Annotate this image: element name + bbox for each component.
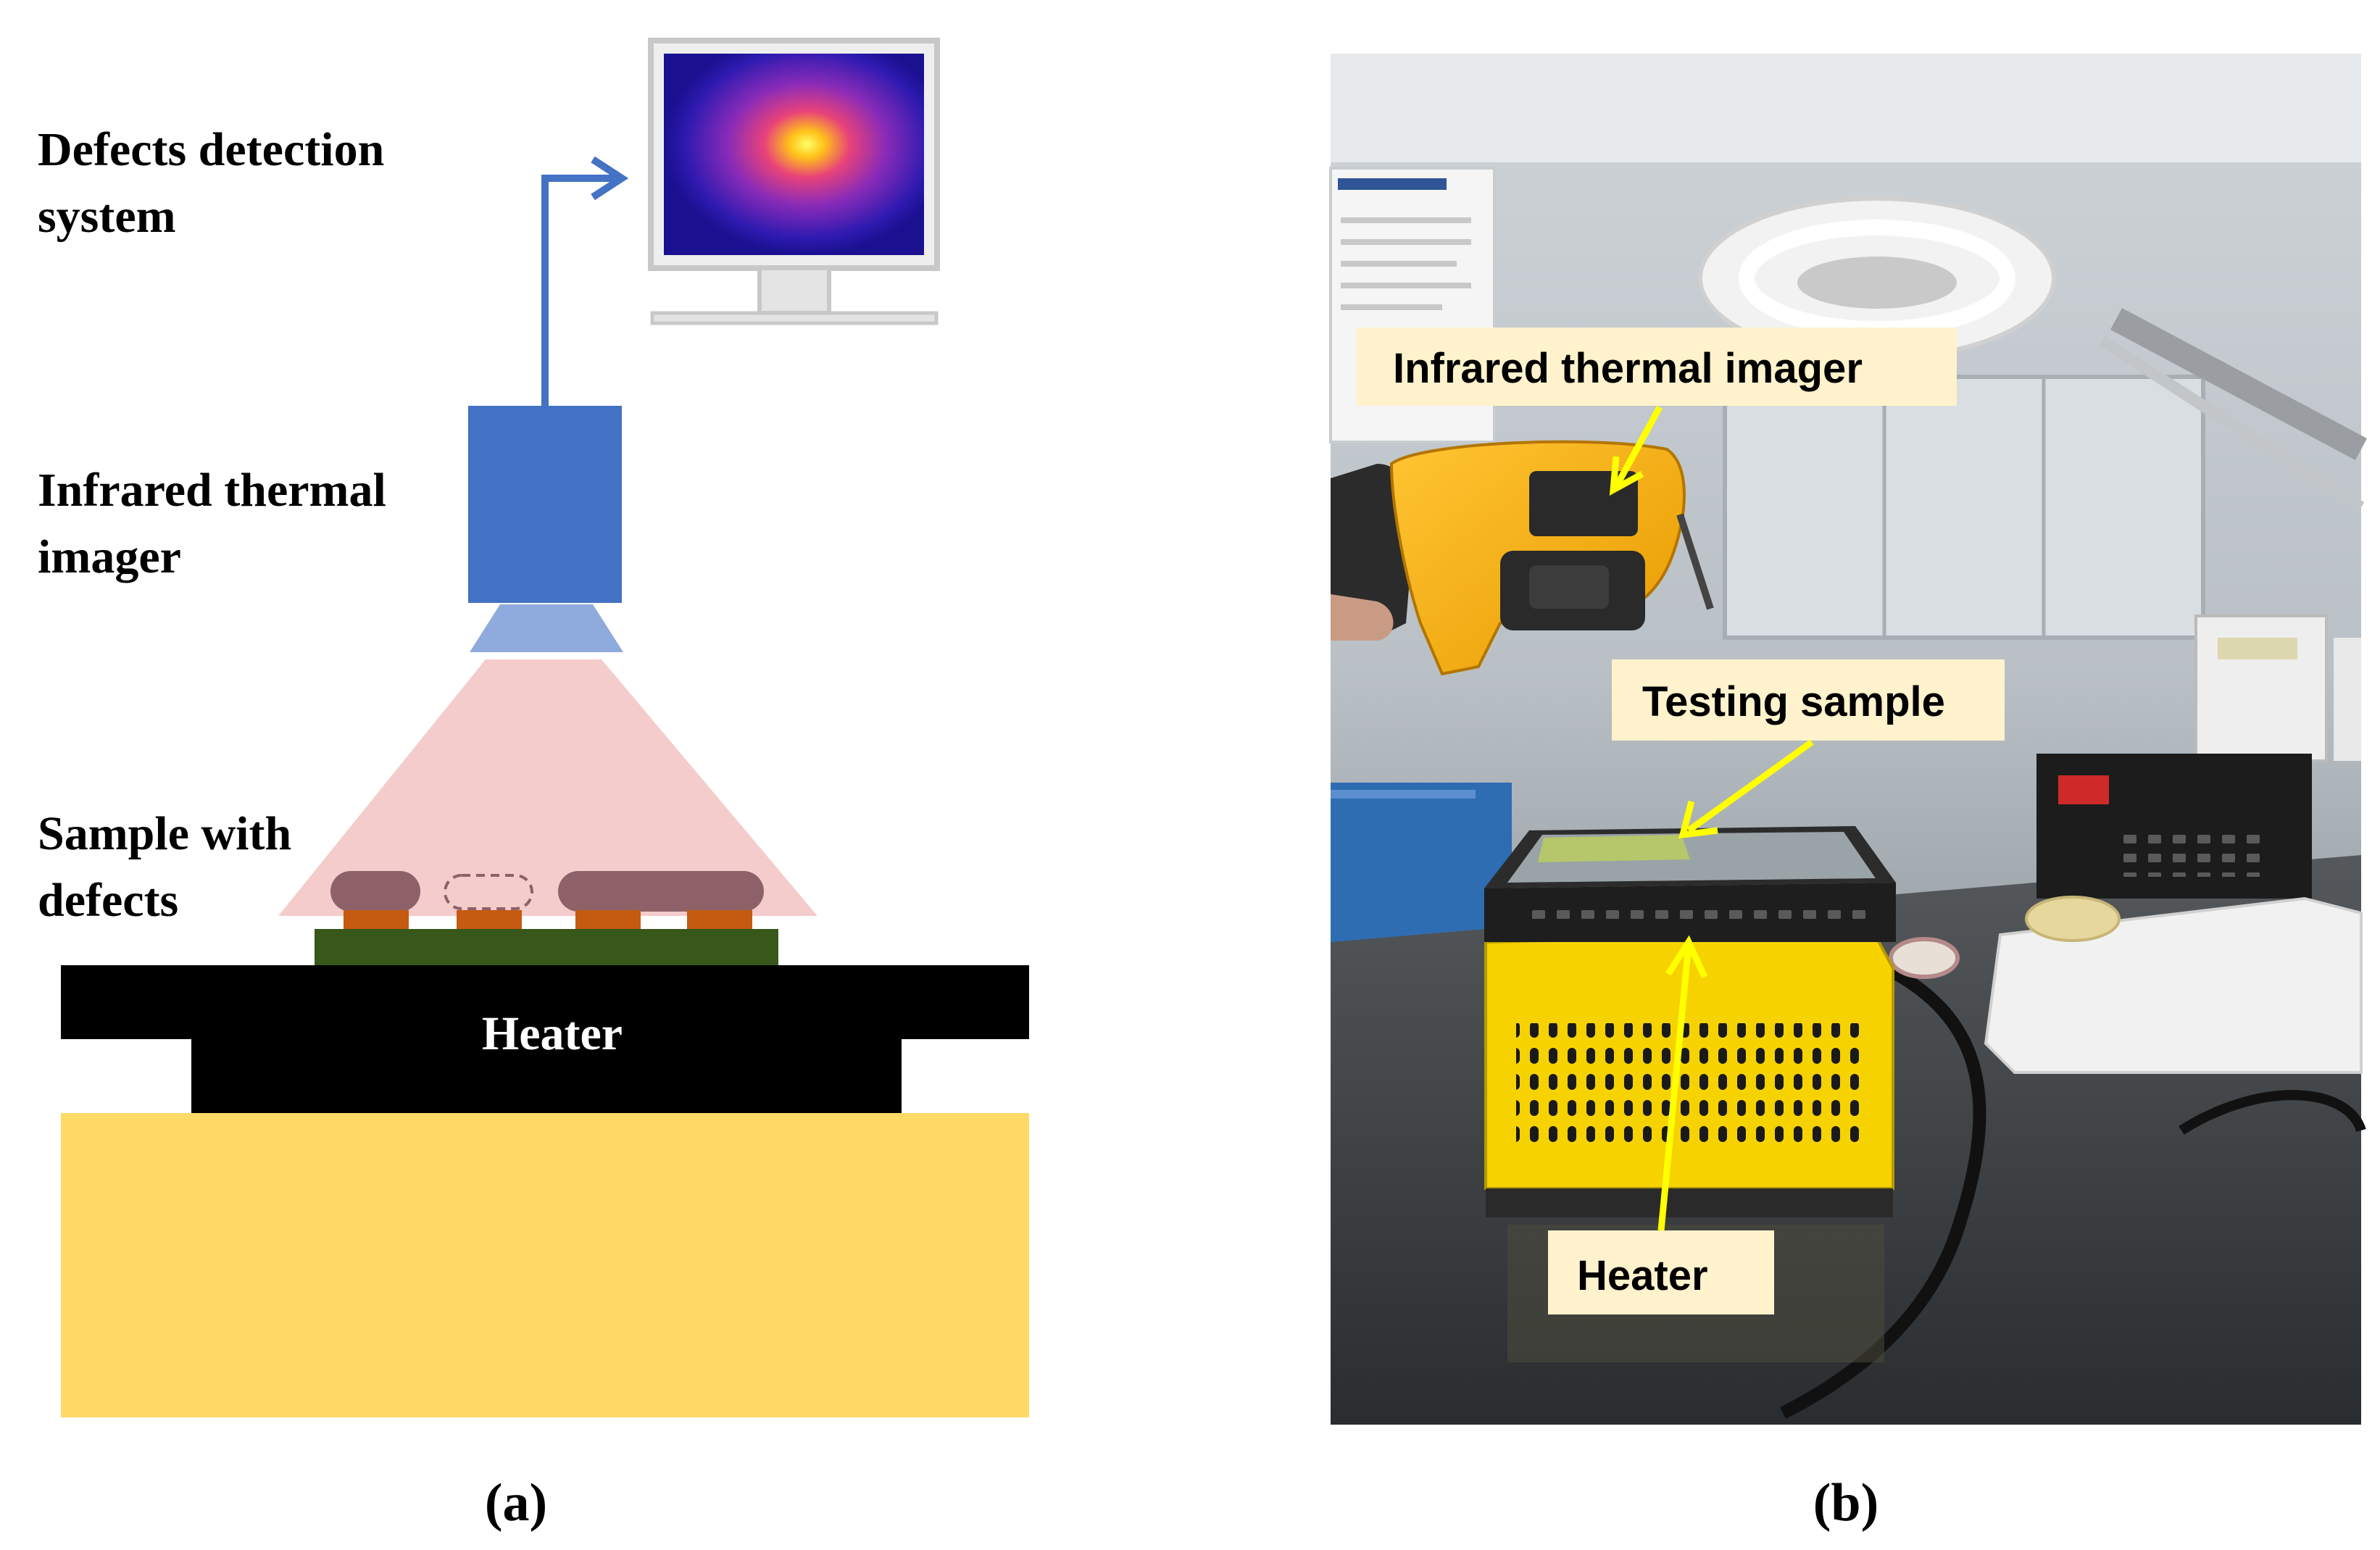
callout-heater-arrow <box>1657 944 1692 1231</box>
callout-heater-label: Heater <box>1577 1252 1708 1299</box>
solder-pad <box>344 910 409 930</box>
solder-ball <box>558 871 764 912</box>
pcb-substrate <box>315 929 778 965</box>
solder-pad <box>575 910 641 930</box>
callout-thermal-imager-label: Infrared thermal imager <box>1393 345 1863 392</box>
missing-solder-ball-defect <box>444 874 533 910</box>
infrared-view-cone <box>278 659 817 916</box>
thermal-imager-label-line2: imager <box>38 530 181 583</box>
heater-vent-holes <box>1516 1023 1864 1151</box>
thermal-display <box>664 54 924 255</box>
heater-base <box>61 1113 1029 1417</box>
solder-ball <box>330 871 420 912</box>
panel-a-caption: (a) <box>485 1473 547 1533</box>
ring-lamp <box>1698 196 2367 512</box>
solder-spool <box>1889 937 1960 979</box>
callout-testing-sample-box <box>1612 659 2005 741</box>
sample-label-line1: Sample with <box>38 807 291 860</box>
thermal-imager-lens <box>470 604 623 652</box>
thermal-imager-body <box>468 406 622 603</box>
signal-arrow <box>541 156 629 406</box>
callout-thermal-imager-arrow <box>1615 405 1663 486</box>
panel-a-schematic: Heater Defects detection system Infrared… <box>38 38 1029 1533</box>
heater-block <box>61 965 1029 1113</box>
panel-b-caption: (b) <box>1813 1473 1878 1533</box>
solder-pad <box>457 910 522 930</box>
callout-testing-sample-label: Testing sample <box>1642 678 1945 725</box>
handheld-thermal-imager <box>1331 440 1714 676</box>
testing-sample <box>1538 835 1690 862</box>
panel-b-photo: Infrared thermal imager Testing sample H… <box>1329 54 2367 1533</box>
callout-testing-sample-arrow <box>1686 739 1814 833</box>
sample-label-line2: defects <box>38 874 178 927</box>
monitor-icon <box>648 38 940 325</box>
defects-detection-label-line1: Defects detection <box>38 123 384 176</box>
defects-detection-label-line2: system <box>38 190 176 243</box>
thermal-imager-label-line1: Infrared thermal <box>38 464 386 517</box>
solder-pad <box>687 910 752 930</box>
callout-heater-box <box>1548 1230 1774 1314</box>
heater-cable <box>1779 957 1986 1420</box>
heater-label: Heater <box>482 1007 623 1060</box>
white-tray <box>1984 896 2363 1074</box>
callout-thermal-imager-box <box>1357 328 1957 406</box>
